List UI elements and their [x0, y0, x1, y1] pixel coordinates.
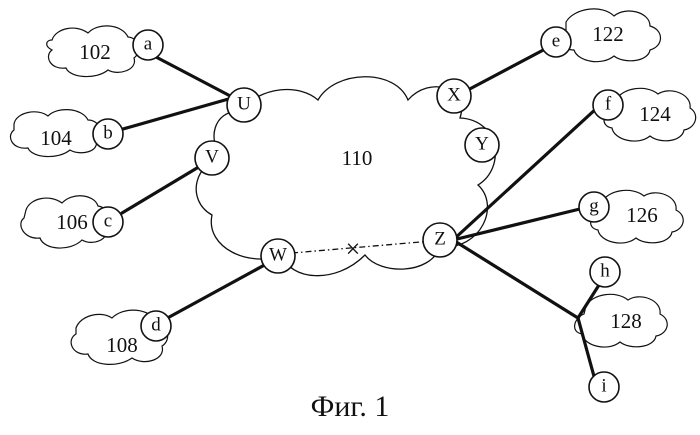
svg-text:h: h: [600, 261, 610, 282]
node-x: X: [437, 79, 471, 113]
terminal-c: c: [93, 207, 123, 237]
node-w: W: [261, 239, 295, 273]
terminal-a: a: [133, 30, 163, 60]
link-z-f: [453, 107, 598, 240]
node-z: Z: [423, 223, 457, 257]
link-b-u: [116, 98, 232, 131]
site-label-126: 126: [626, 203, 658, 227]
site-label-106: 106: [56, 210, 88, 234]
svg-text:X: X: [447, 85, 461, 106]
terminal-e: e: [541, 27, 571, 57]
svg-text:a: a: [144, 34, 153, 55]
terminal-b: b: [93, 119, 123, 149]
svg-text:b: b: [103, 123, 113, 144]
svg-text:e: e: [552, 31, 560, 52]
svg-text:c: c: [104, 211, 112, 232]
terminal-g: g: [579, 192, 609, 222]
links: [116, 47, 599, 380]
broken-link-marker: ×: [346, 235, 361, 264]
site-label-102: 102: [79, 40, 111, 64]
link-c-v: [122, 165, 202, 213]
site-clouds: [10, 9, 695, 365]
site-label-108: 108: [106, 333, 138, 357]
node-u: U: [227, 88, 261, 122]
node-v: V: [195, 141, 229, 175]
site-label-104: 104: [40, 126, 72, 150]
svg-text:d: d: [151, 315, 161, 336]
link-x-e: [464, 47, 549, 92]
site-label-128: 128: [610, 309, 642, 333]
svg-text:f: f: [605, 94, 612, 115]
link-z-branch: [453, 240, 578, 318]
svg-text:V: V: [205, 147, 219, 168]
svg-text:W: W: [269, 245, 287, 266]
figure-caption: Фиг. 1: [0, 390, 700, 424]
terminals: a b c d e f g h i: [93, 27, 623, 402]
cloud-label-110: 110: [342, 146, 373, 170]
site-label-122: 122: [592, 22, 624, 46]
broken-link-w-z: [292, 241, 432, 253]
terminal-d: d: [141, 311, 171, 341]
svg-text:g: g: [589, 196, 599, 217]
node-y: Y: [465, 128, 499, 162]
svg-text:Z: Z: [434, 229, 446, 250]
link-a-u: [156, 57, 236, 99]
site-label-124: 124: [639, 102, 671, 126]
terminal-h: h: [590, 257, 620, 287]
svg-text:Y: Y: [475, 134, 489, 155]
svg-text:U: U: [237, 94, 251, 115]
terminal-f: f: [593, 90, 623, 120]
link-d-w: [162, 262, 270, 321]
link-branch-i: [578, 318, 595, 380]
